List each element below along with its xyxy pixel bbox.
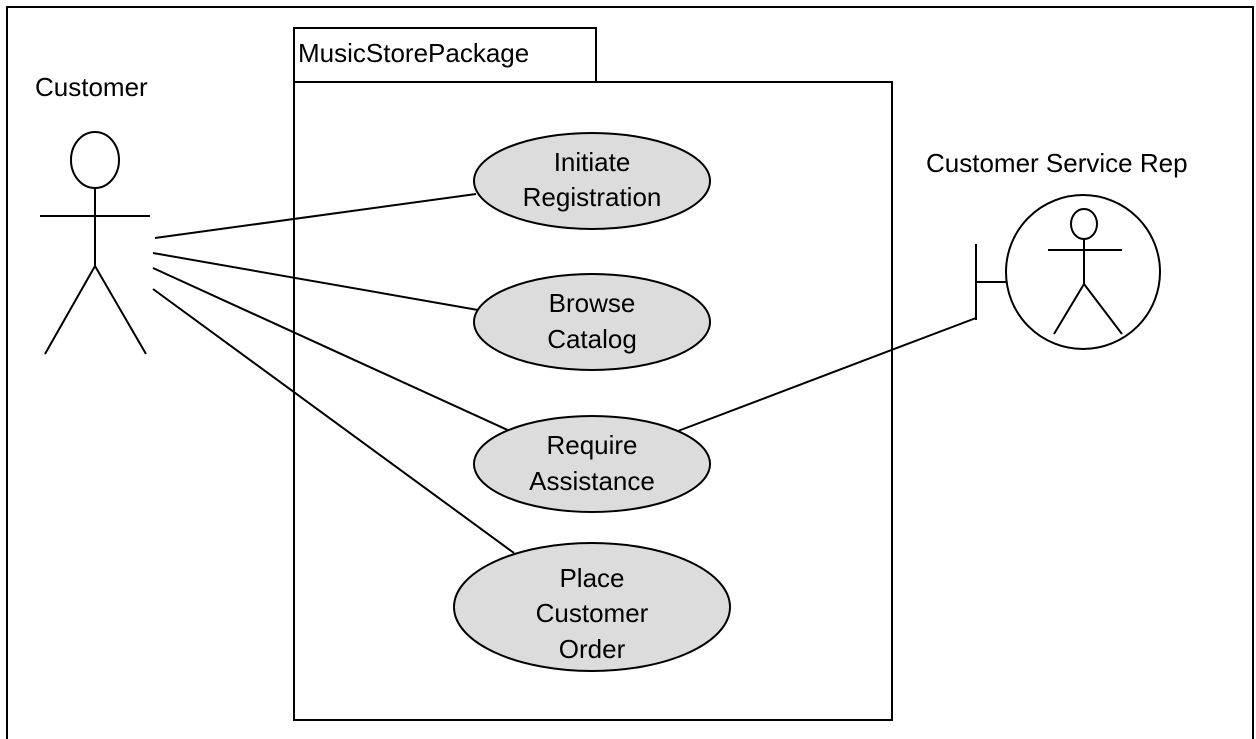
customer-actor-label: Customer bbox=[35, 72, 148, 102]
use-case-require-assistance bbox=[473, 415, 711, 513]
service-rep-actor-label: Customer Service Rep bbox=[926, 148, 1188, 178]
use-case-label: Registration bbox=[523, 182, 662, 212]
package-label: MusicStorePackage bbox=[298, 38, 529, 68]
use-case-place-customer-order bbox=[453, 542, 731, 672]
package-boundary bbox=[293, 81, 893, 721]
association-customer-initiate-registration bbox=[154, 193, 477, 239]
customer-right-leg bbox=[94, 265, 147, 355]
use-case-labels: Initiate Registration Browse Catalog Req… bbox=[523, 147, 662, 664]
use-case-label: Browse bbox=[549, 288, 636, 318]
diagram-frame bbox=[6, 6, 1254, 739]
association-service-rep-require-assistance bbox=[677, 317, 977, 432]
association-customer-require-assistance bbox=[152, 267, 513, 433]
rep-head-icon bbox=[1070, 208, 1098, 240]
use-case-browse-catalog bbox=[473, 273, 711, 371]
use-case-initiate-registration bbox=[473, 132, 711, 230]
use-case-label: Initiate bbox=[554, 147, 631, 177]
use-case-label: Place bbox=[559, 563, 624, 593]
customer-left-leg bbox=[44, 265, 96, 355]
use-case-label: Assistance bbox=[529, 466, 655, 496]
use-case-label: Require bbox=[546, 430, 637, 460]
associations bbox=[152, 193, 977, 554]
association-customer-browse-catalog bbox=[152, 252, 479, 311]
use-cases bbox=[453, 132, 731, 672]
use-case-label: Catalog bbox=[547, 324, 637, 354]
boundary-circle-icon bbox=[1005, 194, 1161, 350]
rep-right-leg bbox=[1083, 283, 1123, 335]
customer-actor bbox=[40, 131, 150, 355]
use-case-label: Order bbox=[559, 634, 626, 664]
customer-head-icon bbox=[70, 131, 120, 189]
association-customer-place-order bbox=[152, 288, 515, 554]
rep-left-leg bbox=[1053, 283, 1085, 335]
use-case-label: Customer bbox=[536, 598, 649, 628]
service-rep-boundary-actor bbox=[975, 194, 1161, 350]
